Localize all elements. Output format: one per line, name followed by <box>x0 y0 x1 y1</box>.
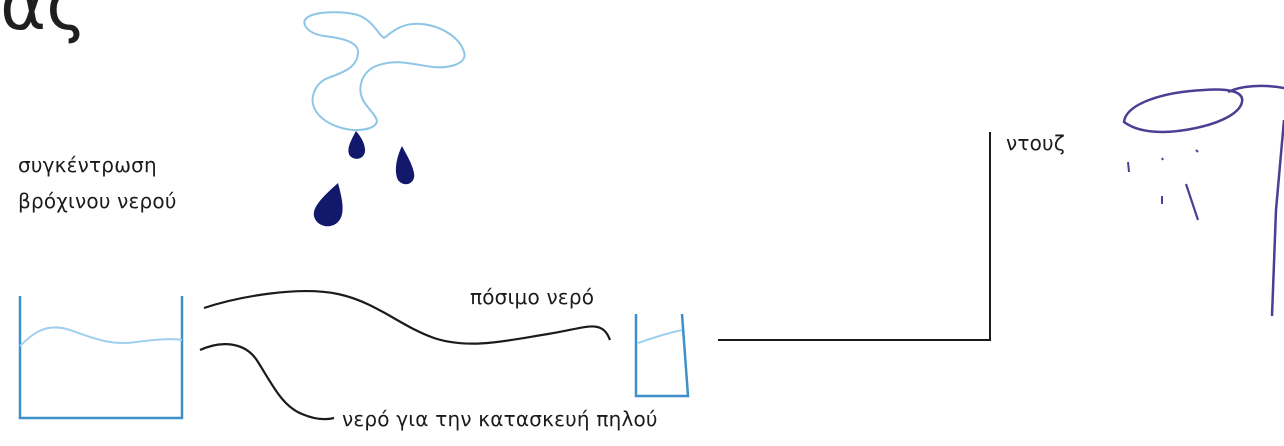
shower-spray <box>1195 149 1199 153</box>
raindrop-icon <box>348 131 366 159</box>
drinking-water-connector <box>203 290 612 345</box>
glass-icon <box>634 313 690 398</box>
shower-spray <box>1184 183 1200 221</box>
boat-construction-water-label: νερό για την κατασκευή πηλού <box>342 407 658 431</box>
tank-water-line <box>19 326 183 347</box>
shower-icon <box>1122 88 1244 134</box>
raindrop-icon <box>313 183 343 227</box>
glass-water-line <box>637 329 683 344</box>
boat-water-connector <box>199 343 335 421</box>
cloud-icon <box>303 11 466 132</box>
rainwater-collection-label-1: συγκέντρωση <box>18 153 157 177</box>
shower-connector <box>718 132 991 341</box>
shower-spray <box>1161 157 1164 161</box>
shower-stand <box>1270 119 1284 317</box>
shower-pipe <box>1227 84 1284 94</box>
water-tank-icon <box>18 296 184 420</box>
raindrop-icon <box>395 146 415 185</box>
rainwater-collection-label-2: βρόχινου νερού <box>18 189 177 213</box>
title-fragment: ας <box>0 0 88 46</box>
shower-spray <box>1127 161 1130 173</box>
drinking-water-label: πόσιμο νερό <box>470 285 595 309</box>
shower-label: ντουζ <box>1006 131 1065 155</box>
